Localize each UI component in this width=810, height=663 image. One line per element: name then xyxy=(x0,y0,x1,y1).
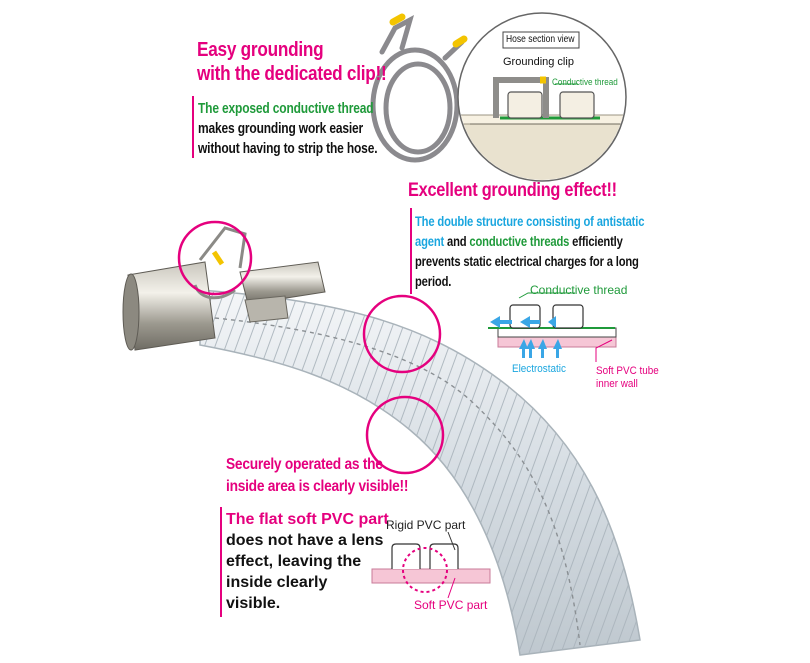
diagram-conductive-thread-label: Conductive thread xyxy=(530,283,628,297)
grounding-heading: Excellent grounding effect!! xyxy=(408,180,617,201)
visibility-body-line2: does not have a lens xyxy=(226,532,384,549)
diagram-tube-label-line2: inner wall xyxy=(596,378,638,390)
clip-body-line2: makes grounding work easier xyxy=(198,120,364,137)
clip-body: The exposed conductive thread makes grou… xyxy=(198,99,378,159)
section-view-title: Hose section view xyxy=(506,34,575,45)
grounding-body-efficiently: efficiently xyxy=(569,233,623,249)
metal-fitting xyxy=(122,261,326,351)
highlight-circle-clip xyxy=(177,220,253,296)
visibility-body-line4: inside clearly xyxy=(226,574,328,591)
clip-body-highlight: The exposed conductive thread xyxy=(198,100,374,117)
grounding-body-line3: prevents static electrical charges for a… xyxy=(415,253,639,269)
accent-bar-clip xyxy=(192,96,194,158)
clip-body-line3: without having to strip the hose. xyxy=(198,140,378,157)
section-view-conductive-thread-label: Conductive thread xyxy=(552,77,618,87)
section-view-grounding-clip-label: Grounding clip xyxy=(503,56,574,68)
accent-bar-visibility xyxy=(220,507,222,617)
highlight-circle-grounding xyxy=(362,294,442,374)
diagram-electrostatic-label: Electrostatic xyxy=(512,363,566,375)
grounding-clip-large xyxy=(370,13,468,163)
grounding-body-agent: agent xyxy=(415,233,445,249)
visibility-body-line1: The flat soft PVC part xyxy=(226,511,389,528)
grounding-body-and: and xyxy=(444,233,470,249)
accent-bar-grounding xyxy=(410,208,412,294)
highlight-circle-visibility xyxy=(365,395,445,475)
hose xyxy=(199,289,641,656)
diagram-tube-label: Soft PVC tube inner wall xyxy=(596,365,659,391)
visibility-body-line5: visible. xyxy=(226,595,281,612)
visibility-heading-line1: Securely operated as the xyxy=(226,456,383,473)
diagram-tube-label-line1: Soft PVC tube xyxy=(596,365,659,377)
diagram-rigid-pvc-label: Rigid PVC part xyxy=(386,518,466,532)
grounding-body-line2: agent and conductive threads efficiently xyxy=(415,231,644,251)
visibility-diagram xyxy=(371,531,491,599)
visibility-body-line3: effect, leaving the xyxy=(226,553,362,570)
clip-heading-line2: with the dedicated clip!! xyxy=(197,63,387,85)
diagram-soft-pvc-label: Soft PVC part xyxy=(414,598,488,612)
visibility-body: The flat soft PVC part does not have a l… xyxy=(226,509,389,614)
section-view-diagram xyxy=(457,12,627,182)
visibility-heading: Securely operated as the inside area is … xyxy=(226,454,408,498)
grounding-body-line4: period. xyxy=(415,273,452,289)
grounding-diagram xyxy=(488,292,617,362)
visibility-heading-line2: inside area is clearly visible!! xyxy=(226,478,409,495)
grounding-body-conductive: conductive threads xyxy=(469,233,570,249)
clip-heading: Easy grounding with the dedicated clip!! xyxy=(197,38,387,86)
grounding-body: The double structure consisting of antis… xyxy=(415,211,644,291)
grounding-body-line1: The double structure consisting of antis… xyxy=(415,213,645,229)
clip-heading-line1: Easy grounding xyxy=(197,39,324,61)
